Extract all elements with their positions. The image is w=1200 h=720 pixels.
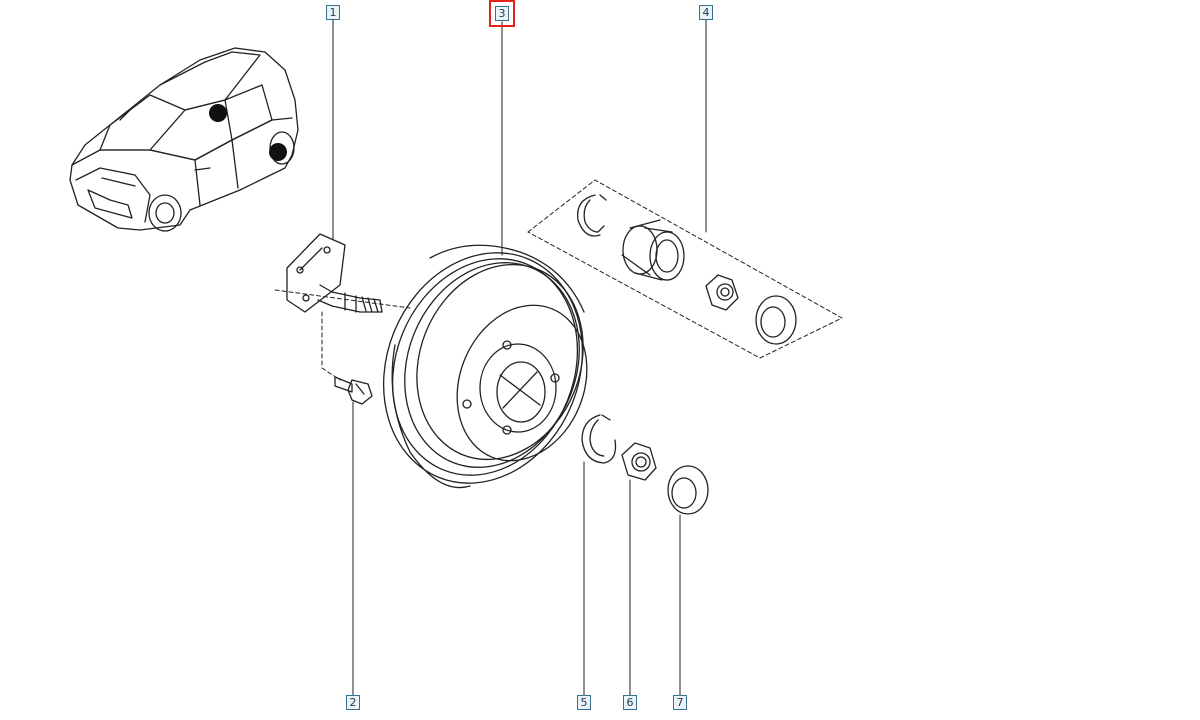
kit-dashed-outline <box>527 179 843 359</box>
stub-axle <box>286 233 383 313</box>
callout-6[interactable]: 6 <box>623 695 637 710</box>
bearing-kit <box>576 194 797 345</box>
leader-lines <box>332 19 707 696</box>
callout-7[interactable]: 7 <box>673 695 687 710</box>
callout-4[interactable]: 4 <box>699 5 713 20</box>
hub-nut <box>621 442 657 481</box>
assembly-dashed-lines <box>274 289 411 381</box>
car-illustration <box>69 47 299 232</box>
callout-1[interactable]: 1 <box>326 5 340 20</box>
callout-5[interactable]: 5 <box>577 695 591 710</box>
location-marker-dot <box>269 143 287 161</box>
hub-cap <box>667 465 709 515</box>
callout-3[interactable]: 3 <box>489 0 515 27</box>
circlip <box>581 414 617 464</box>
brake-drum <box>382 244 588 489</box>
callout-2[interactable]: 2 <box>346 695 360 710</box>
bolt <box>334 376 373 405</box>
location-marker-dot <box>209 104 227 122</box>
